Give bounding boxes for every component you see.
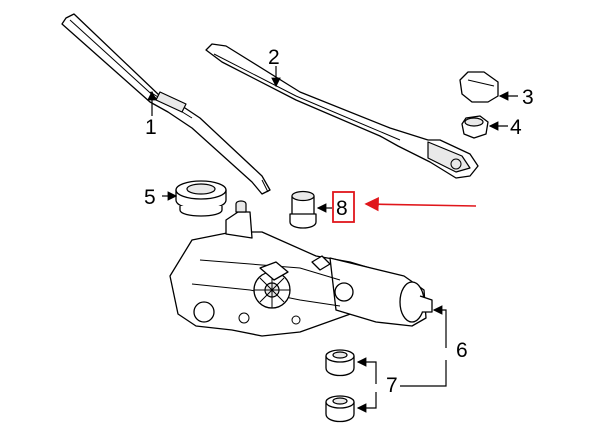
- leader-7a: [356, 357, 377, 384]
- leader-7b: [356, 392, 377, 413]
- callout-1: 1: [145, 116, 157, 139]
- wiper-motor-icon: [169, 200, 433, 337]
- callout-5: 5: [144, 186, 156, 209]
- spindle-seal-icon: [289, 190, 317, 229]
- callout-6: 6: [456, 339, 468, 362]
- wiper-blade-icon: [61, 13, 271, 195]
- nut-icon: [461, 115, 489, 139]
- callout-2: 2: [268, 46, 280, 69]
- grommet-icon: [175, 180, 227, 217]
- highlight-box: [332, 191, 355, 223]
- mount-bushing-icon: [325, 349, 355, 423]
- callout-4: 4: [510, 116, 522, 139]
- leader-6a: [432, 305, 447, 348]
- leader-6b: [400, 360, 447, 387]
- highlight-arrow: [364, 197, 477, 212]
- arm-cap-icon: [459, 71, 499, 103]
- callout-3: 3: [522, 86, 534, 109]
- callout-8: 8: [336, 197, 348, 220]
- callout-7: 7: [386, 374, 398, 397]
- wiper-arm-icon: [205, 43, 479, 179]
